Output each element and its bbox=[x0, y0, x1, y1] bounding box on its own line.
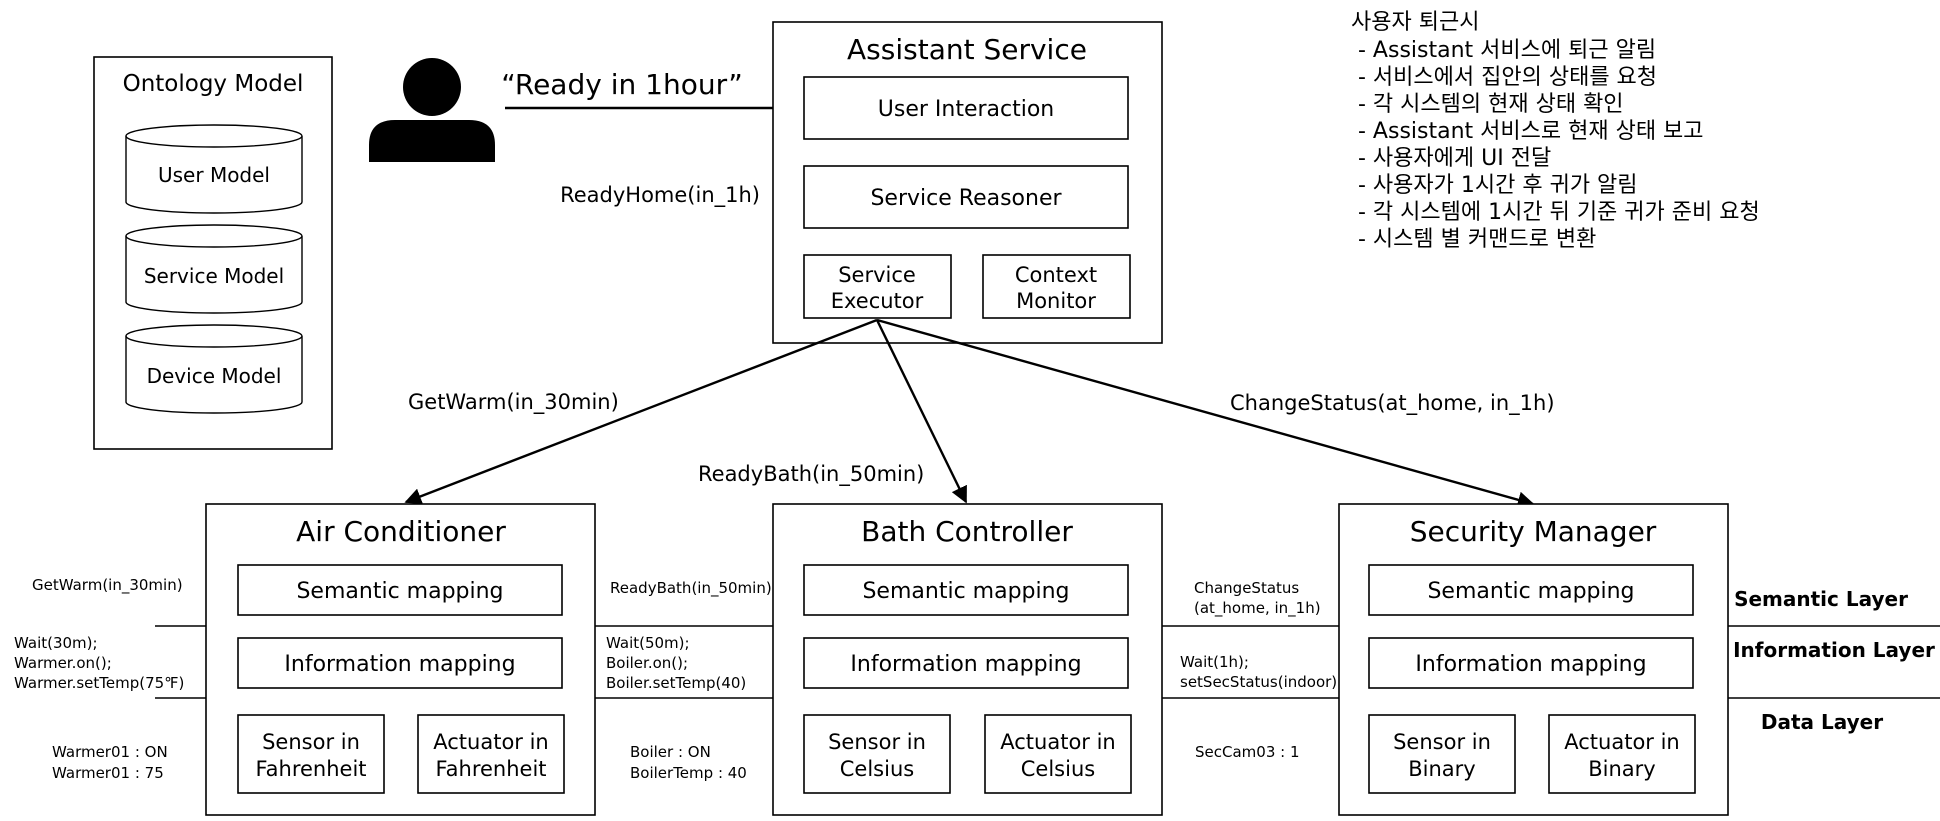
actuator-label-1: Actuator in bbox=[1564, 730, 1680, 754]
notes-item: - 사용자에게 UI 전달 bbox=[1358, 146, 1551, 171]
sensor-box bbox=[1368, 714, 1516, 794]
notes-item: - 각 시스템의 현재 상태 확인 bbox=[1358, 92, 1624, 117]
user-request-label: “Ready in 1hour” bbox=[501, 68, 743, 101]
context-monitor-box bbox=[982, 254, 1131, 319]
service-model-db-icon: Service Model bbox=[125, 224, 303, 314]
service-reasoner-box bbox=[803, 165, 1129, 229]
service-executor-label-2: Executor bbox=[831, 289, 924, 313]
information-mapping-box bbox=[237, 637, 563, 689]
device-model-label: Device Model bbox=[147, 364, 282, 388]
semantic-mapping-box bbox=[803, 564, 1129, 616]
service-model-label: Service Model bbox=[144, 264, 284, 288]
actuator-box bbox=[984, 714, 1132, 794]
sensor-box bbox=[237, 714, 385, 794]
info-call-label: Boiler.setTemp(40) bbox=[606, 674, 746, 692]
notes-title: 사용자 퇴근시 bbox=[1351, 10, 1479, 35]
info-call-label: Boiler.on(); bbox=[606, 654, 688, 672]
semantic-mapping-label: Semantic mapping bbox=[1427, 579, 1634, 604]
semantic-layer-label: Semantic Layer bbox=[1734, 587, 1908, 611]
information-mapping-box bbox=[1368, 637, 1694, 689]
data-value-label: SecCam03 : 1 bbox=[1195, 743, 1300, 761]
sensor-box bbox=[803, 714, 951, 794]
assistant-service-title: Assistant Service bbox=[847, 33, 1087, 66]
sensor-label-1: Sensor in bbox=[262, 730, 360, 754]
actuator-box bbox=[417, 714, 565, 794]
actuator-label-1: Actuator in bbox=[1000, 730, 1116, 754]
actuator-label-2: Fahrenheit bbox=[435, 757, 546, 781]
service-executor-box bbox=[803, 254, 952, 319]
ready-home-label: ReadyHome(in_1h) bbox=[560, 183, 760, 208]
ontology-model: Ontology Model User Model Service Model … bbox=[93, 56, 333, 450]
ontology-model-title: Ontology Model bbox=[123, 71, 304, 97]
semantic-call-label: ChangeStatus bbox=[1194, 579, 1299, 597]
data-value-label: Warmer01 : ON bbox=[52, 743, 168, 761]
information-layer-label: Information Layer bbox=[1733, 638, 1935, 662]
sensor-label-2: Celsius bbox=[840, 757, 914, 781]
security-manager-system: Security Manager Semantic mapping Inform… bbox=[1338, 503, 1729, 816]
data-value-label: Boiler : ON bbox=[630, 743, 711, 761]
air-conditioner-title: Air Conditioner bbox=[296, 515, 506, 548]
sensor-label-1: Sensor in bbox=[1393, 730, 1491, 754]
notes-block: 사용자 퇴근시 - Assistant 서비스에 퇴근 알림 - 서비스에서 집… bbox=[1351, 10, 1760, 252]
bath-controller-title: Bath Controller bbox=[861, 515, 1073, 548]
semantic-mapping-box bbox=[237, 564, 563, 616]
sensor-label-1: Sensor in bbox=[828, 730, 926, 754]
information-mapping-label: Information mapping bbox=[1415, 652, 1646, 677]
actuator-label-1: Actuator in bbox=[433, 730, 549, 754]
semantic-mapping-label: Semantic mapping bbox=[862, 579, 1069, 604]
semantic-call-label: ReadyBath(in_50min) bbox=[610, 579, 772, 598]
device-model-db-icon: Device Model bbox=[125, 324, 303, 414]
air-conditioner-system: Air Conditioner Semantic mapping Informa… bbox=[205, 503, 596, 816]
get-warm-arrow-label: GetWarm(in_30min) bbox=[408, 390, 619, 415]
user-model-label: User Model bbox=[158, 163, 270, 187]
notes-item: - 사용자가 1시간 후 귀가 알림 bbox=[1358, 173, 1638, 198]
information-mapping-box bbox=[803, 637, 1129, 689]
info-call-label: Wait(50m); bbox=[606, 634, 690, 652]
semantic-call-label: (at_home, in_1h) bbox=[1194, 599, 1321, 618]
assistant-service: Assistant Service User Interaction Servi… bbox=[772, 21, 1163, 344]
service-executor-label-1: Service bbox=[838, 263, 916, 287]
semantic-mapping-label: Semantic mapping bbox=[296, 579, 503, 604]
user-icon bbox=[369, 58, 495, 162]
data-layer-label: Data Layer bbox=[1761, 710, 1883, 734]
information-mapping-label: Information mapping bbox=[284, 652, 515, 677]
notes-item: - 서비스에서 집안의 상태를 요청 bbox=[1358, 65, 1657, 90]
notes-item: - Assistant 서비스에 퇴근 알림 bbox=[1358, 38, 1656, 63]
security-manager-title: Security Manager bbox=[1410, 515, 1657, 548]
change-status-arrow bbox=[876, 318, 1535, 509]
get-warm-arrow bbox=[404, 318, 878, 505]
info-call-label: Wait(30m); bbox=[14, 634, 98, 652]
semantic-call-label: GetWarm(in_30min) bbox=[32, 576, 183, 595]
info-call-label: Warmer.setTemp(75℉) bbox=[14, 674, 184, 692]
info-call-label: Wait(1h); bbox=[1180, 653, 1249, 671]
user-model-db-icon: User Model bbox=[125, 124, 303, 214]
info-call-label: Warmer.on(); bbox=[14, 654, 112, 672]
semantic-mapping-box bbox=[1368, 564, 1694, 616]
context-monitor-label-1: Context bbox=[1015, 263, 1097, 287]
actuator-box bbox=[1548, 714, 1696, 794]
actuator-label-2: Binary bbox=[1588, 757, 1655, 781]
notes-item: - 각 시스템에 1시간 뒤 기준 귀가 준비 요청 bbox=[1358, 200, 1760, 225]
ready-bath-arrow-label: ReadyBath(in_50min) bbox=[698, 462, 924, 487]
info-call-label: setSecStatus(indoor) bbox=[1180, 673, 1337, 691]
information-mapping-label: Information mapping bbox=[850, 652, 1081, 677]
user-interaction-box bbox=[803, 76, 1129, 140]
data-value-label: BoilerTemp : 40 bbox=[630, 764, 747, 782]
change-status-arrow-label: ChangeStatus(at_home, in_1h) bbox=[1230, 391, 1555, 416]
data-value-label: Warmer01 : 75 bbox=[52, 764, 164, 782]
notes-item: - 시스템 별 커맨드로 변환 bbox=[1358, 227, 1596, 252]
actuator-label-2: Celsius bbox=[1021, 757, 1095, 781]
user-interaction-label: User Interaction bbox=[878, 97, 1055, 122]
sensor-label-2: Binary bbox=[1408, 757, 1475, 781]
ready-bath-arrow bbox=[875, 319, 968, 504]
bath-controller-system: Bath Controller Semantic mapping Informa… bbox=[772, 503, 1163, 816]
context-monitor-label-2: Monitor bbox=[1016, 289, 1096, 313]
notes-item: - Assistant 서비스로 현재 상태 보고 bbox=[1358, 119, 1704, 144]
sensor-label-2: Fahrenheit bbox=[255, 757, 366, 781]
service-reasoner-label: Service Reasoner bbox=[870, 186, 1062, 211]
